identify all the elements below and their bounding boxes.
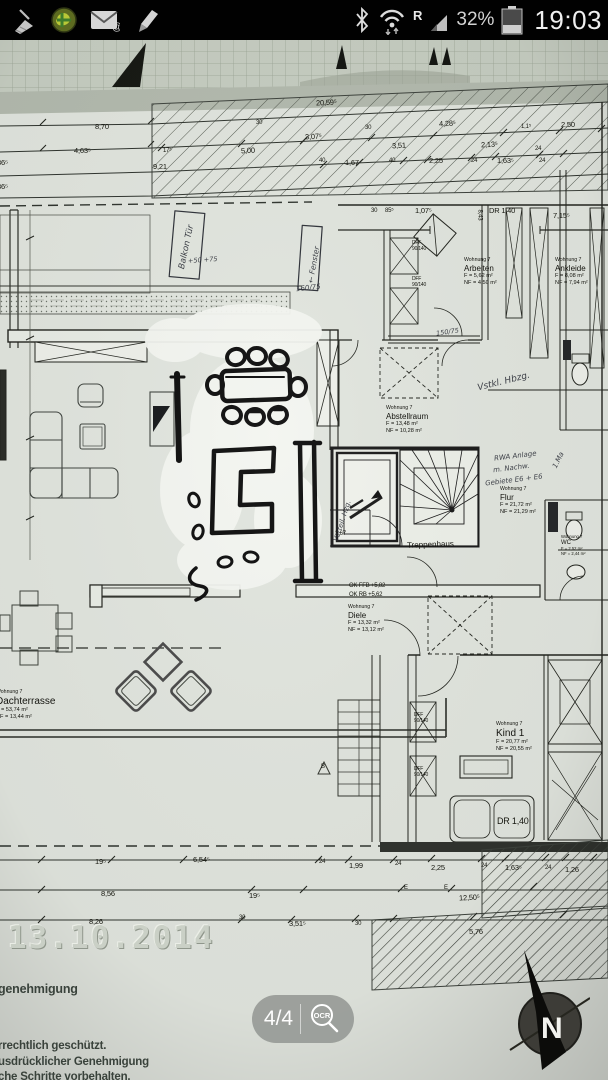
dimension: 2,25 [431,863,445,872]
dimension: 24 [539,158,546,164]
page-indicator-pill[interactable]: 4/4 OCR [252,995,354,1043]
dimension: 30 [365,125,372,131]
dimension: 3,07⁵ [304,131,322,142]
dimension: 1,26 [565,865,579,874]
pencil-icon [139,10,158,32]
dimension: 2,50 [561,120,575,129]
door-label: DR 1,40 [489,206,516,215]
page-indicator: 4/4 [263,1007,294,1030]
roof-window-label: DFF 90/140 [412,276,427,288]
dimension: 4,63⁵ [74,146,91,155]
dimension: 1,63⁵ [497,156,514,165]
roaming-indicator: R [413,7,423,23]
compass-north-label: N [541,1012,563,1045]
room-label-treppenhaus: Treppenhaus [406,539,454,550]
battery-icon [501,6,523,35]
pill-divider [300,1004,302,1034]
email-icon: @ [90,11,120,32]
level-mark: OK RB +5,62 [349,592,383,598]
dimension: 3,51 [391,140,407,151]
svg-text:@: @ [112,22,120,32]
ocr-button[interactable]: OCR [308,1002,342,1036]
footer-text: genehmigung [0,982,78,996]
dimension: 36⁵ [0,158,8,167]
broom-icon [15,9,33,34]
dimension: 24 [535,146,542,152]
dimension: 7,15⁵ [553,211,570,220]
dimension: 19⁵ [95,857,106,866]
dimension: 1,07⁵ [415,206,432,215]
system-status-icons: R 32% 19:03 [353,5,608,36]
footer-text: rrechtlich geschützt. [0,1040,107,1052]
dimension: 40 [319,158,326,164]
ocr-icon-label: OCR [314,1011,331,1020]
dimension: 19⁵ [249,891,260,900]
dimension: 8,26 [89,917,103,926]
dimension: 30 [355,921,362,927]
section-marker: B [321,764,325,770]
dimension: 8,56 [101,889,115,898]
dimension: 3,51⁵ [289,919,306,928]
signal-icon [431,15,448,31]
dimension: 5,00 [240,145,256,156]
dimension: 6,54⁵ [193,855,210,864]
dimension: 30 [371,208,378,214]
dimension: 5,76 [469,927,483,936]
dimension: 24 [545,865,552,871]
footer-text: che Schritte vorbehalten. [0,1071,131,1080]
dimension: 24 [395,861,402,867]
dimension: 24 [471,158,478,164]
dimension: 36⁵ [0,182,8,191]
dimension: 2,25 [429,156,443,165]
dimension: 9,21 [153,162,167,171]
status-bar: @ R 32% 19:03 [0,0,608,40]
battery-percent: 32% [456,9,495,30]
dimension: 24 [481,863,488,869]
dimension: 24 [319,859,326,865]
dimension: E [444,885,448,891]
dimension: 8,70 [95,122,109,131]
dimension: 1,1⁵ [521,124,532,130]
clock: 19:03 [534,4,602,35]
floor-plan-drawing [0,40,608,1080]
dimension: 30 [239,915,246,921]
photo-vignette [0,40,608,1080]
dimension: 3,67 [335,531,346,537]
dimension: 1,99 [349,861,363,870]
bluetooth-icon [356,6,369,34]
dimension: 17⁵ [163,148,172,154]
footer-text: usdrücklicher Genehmigung [0,1056,149,1068]
dimension: 4,28⁵ [438,118,456,129]
compass-icon: N [509,950,590,1070]
date-stamp: 13.10.2014 [8,920,215,956]
dimension: 85⁵ [385,208,394,214]
roof-window-label: DFF 90/140 [414,766,429,778]
dimension: E [404,885,408,891]
dimension: 8,43 [476,209,483,221]
dimension: 40 [389,158,396,164]
roof-window-label: DFF 90/140 [414,712,429,724]
door-label: DR 1,40 [497,816,529,826]
dimension: 20,59⁵ [315,97,337,108]
dimension: 2,13⁵ [480,139,498,150]
level-mark: OK FFB +5,82 [349,583,386,589]
dimension: 1,63⁵ [505,863,522,872]
dimension: 12,50⁵ [458,892,480,903]
dimension: 30 [256,120,263,126]
dimension: 1,67 [345,158,359,167]
app-globe-icon [51,7,77,33]
notification-icons: @ [0,6,160,34]
roof-window-label: DFF 90/140 [412,240,427,252]
wifi-icon [379,9,405,35]
